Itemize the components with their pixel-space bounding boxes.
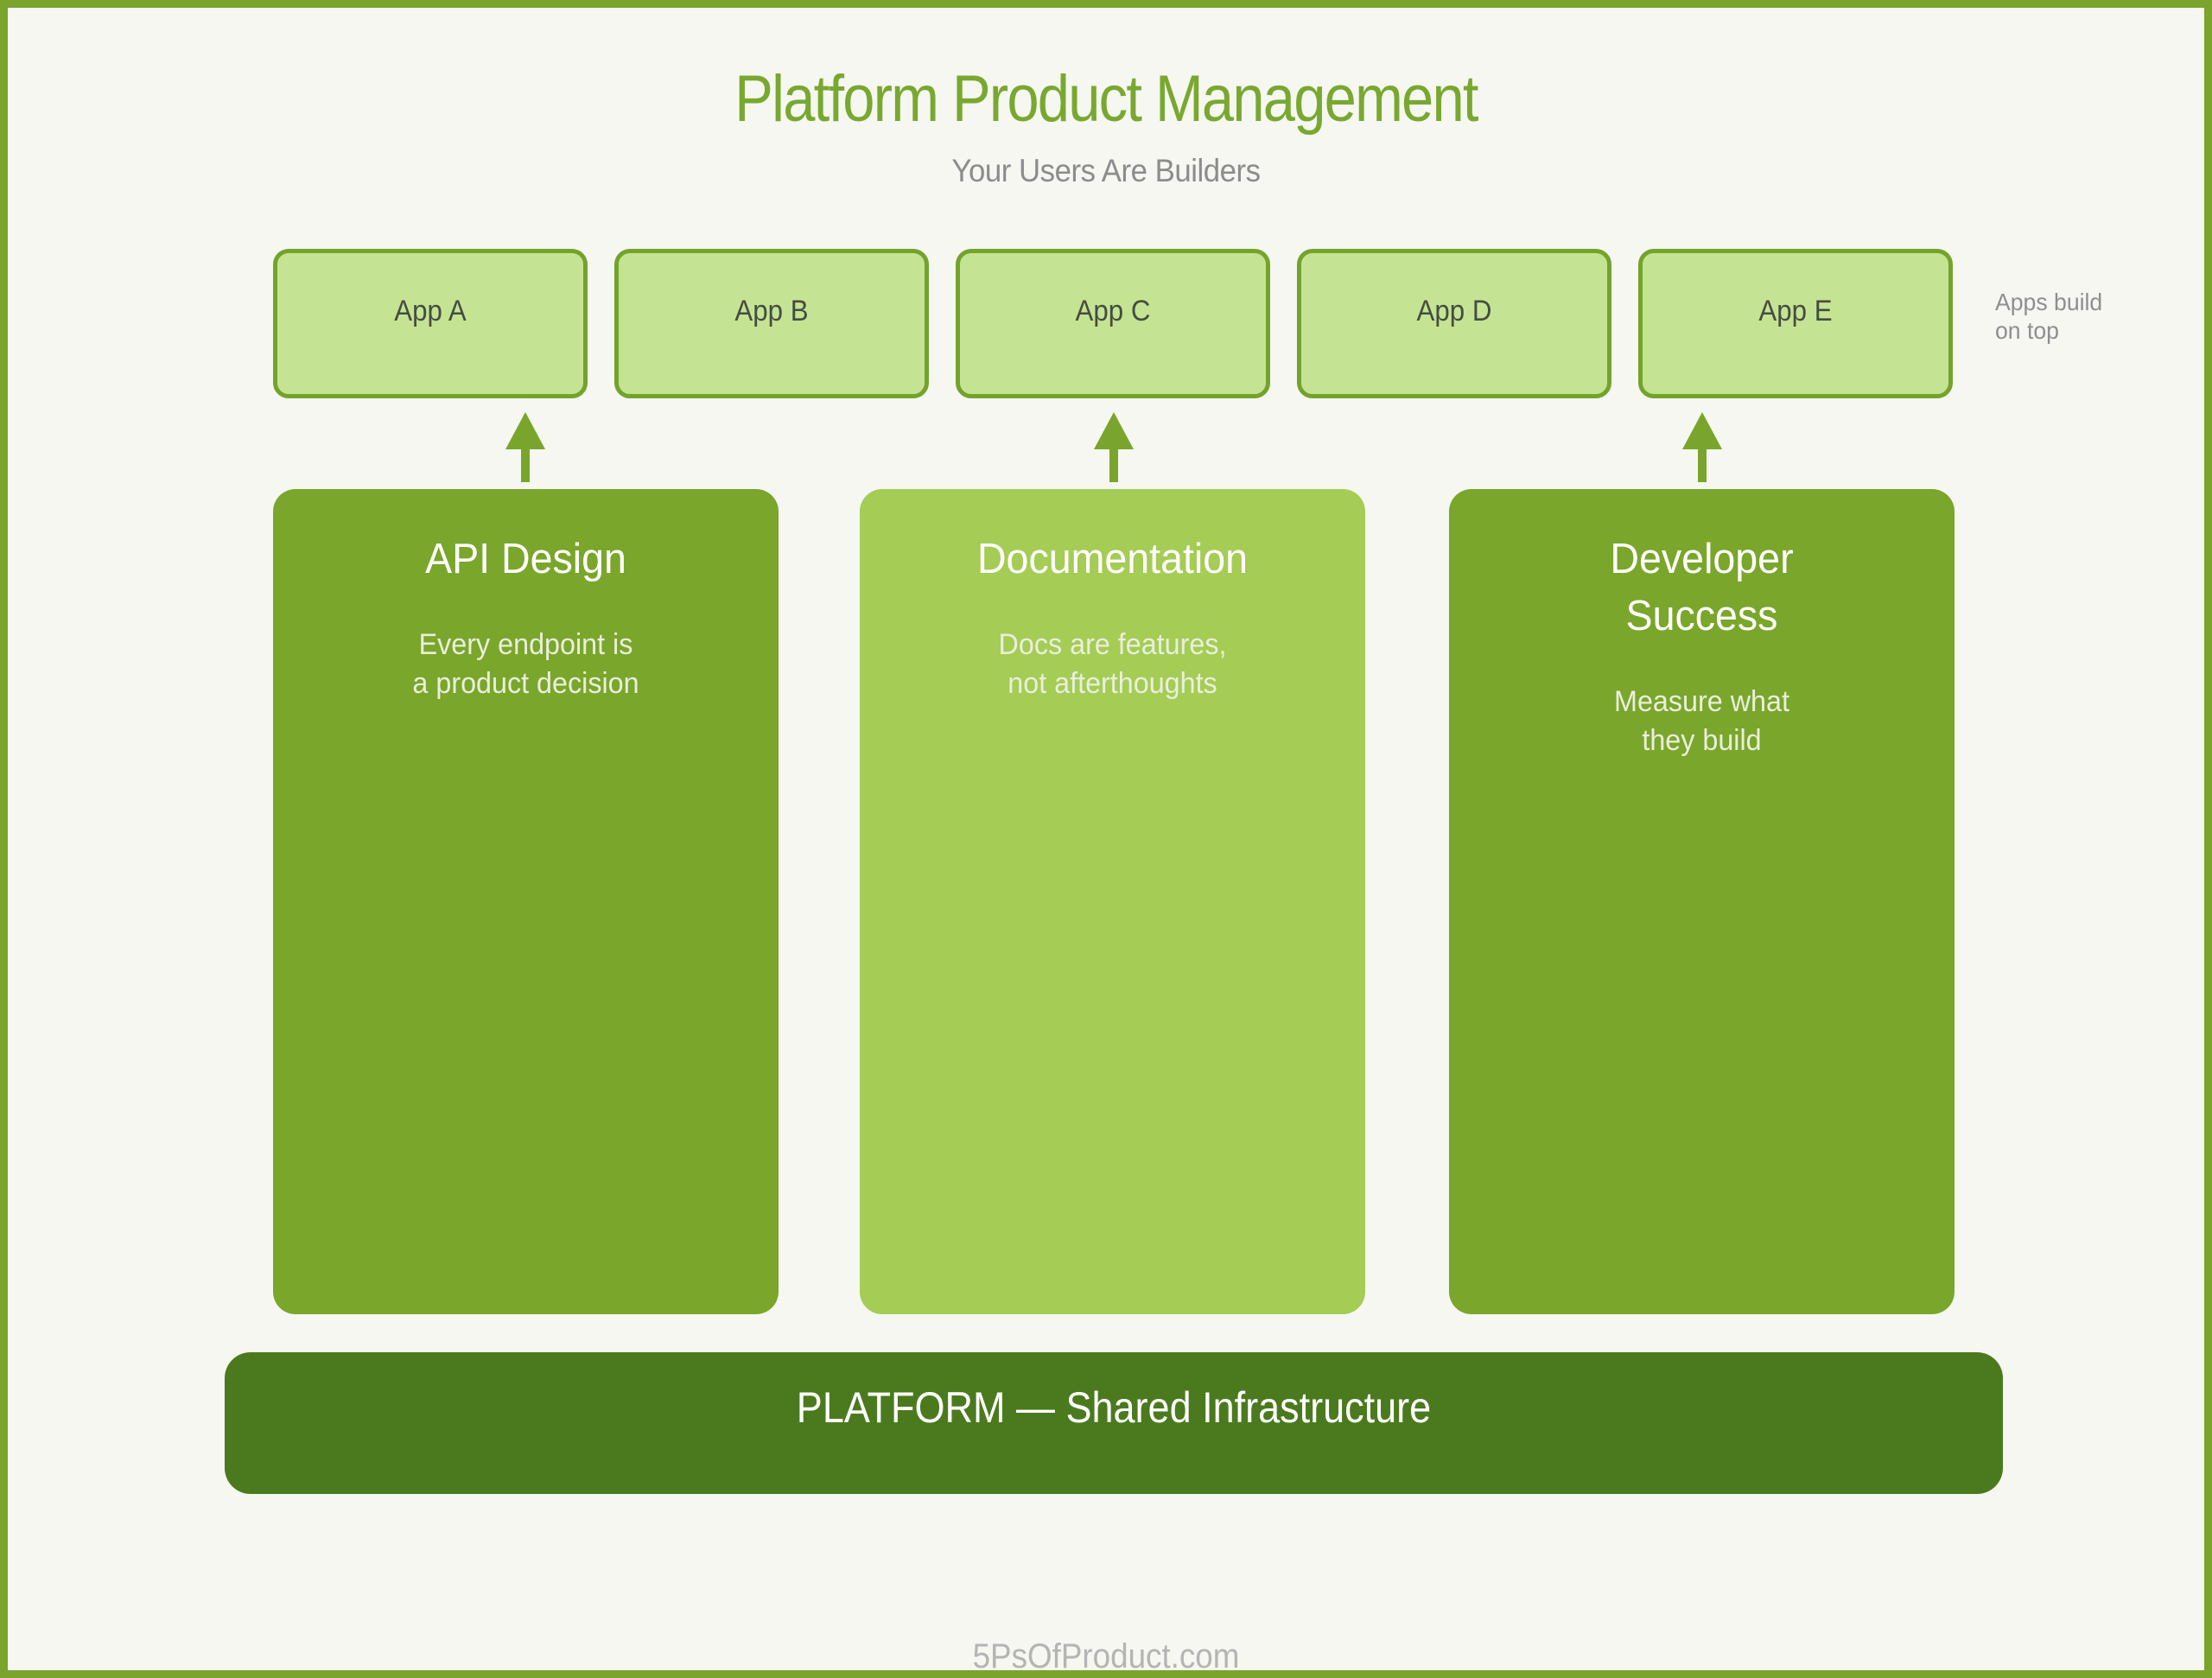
up-arrow-icon <box>1094 412 1134 482</box>
pillar-api-design: API Design Every endpoint is a product d… <box>273 489 779 1314</box>
app-box-a: App A <box>273 249 588 398</box>
pillar-title: Documentation <box>976 536 1249 582</box>
page-title: Platform Product Management <box>734 62 1478 136</box>
platform-bar-label: PLATFORM — Shared Infrastructure <box>796 1383 1432 1432</box>
apps-caption: Apps build on top <box>1995 289 2103 344</box>
app-box-label: App D <box>1416 295 1492 327</box>
app-box-label: App C <box>1075 295 1151 327</box>
pillar-body: Docs are features, not afterthoughts <box>998 628 1227 700</box>
pillar-body: Every endpoint is a product decision <box>412 628 639 700</box>
page-subtitle: Your Users Are Builders <box>951 153 1261 188</box>
pillar-documentation: Documentation Docs are features, not aft… <box>860 489 1365 1314</box>
footer-watermark: 5PsOfProduct.com <box>972 1637 1240 1675</box>
app-box-label: App B <box>734 295 809 327</box>
pillar-body: Measure what they build <box>1614 685 1789 757</box>
app-box-d: App D <box>1297 249 1611 398</box>
app-box-b: App B <box>614 249 929 398</box>
pillar-title: API Design <box>425 536 626 582</box>
pillar-title: Developer Success <box>1610 536 1794 639</box>
up-arrow-icon <box>505 412 545 482</box>
app-box-label: App A <box>394 295 467 327</box>
app-box-e: App E <box>1638 249 1953 398</box>
app-box-c: App C <box>956 249 1270 398</box>
up-arrow-icon <box>1682 412 1722 482</box>
app-box-label: App E <box>1758 295 1833 327</box>
platform-bar: PLATFORM — Shared Infrastructure <box>225 1352 2003 1494</box>
pillar-developer-success: Developer Success Measure what they buil… <box>1449 489 1955 1314</box>
apps-row: App A App B App C App D App E <box>273 249 1953 398</box>
